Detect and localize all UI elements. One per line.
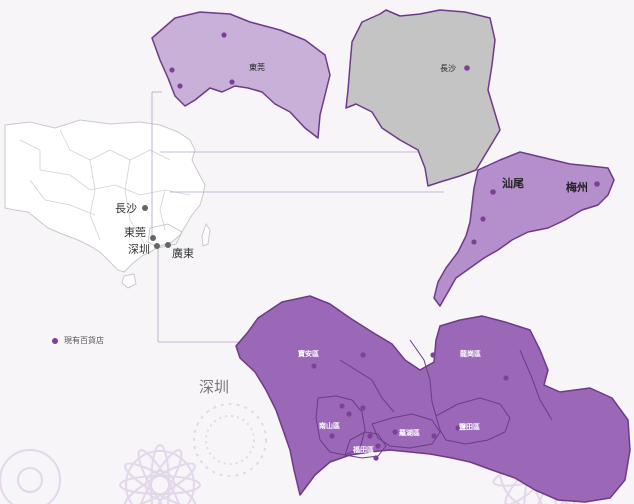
store-dot (329, 433, 335, 439)
store-dot (169, 67, 175, 73)
shanwei-label: 汕尾 (502, 176, 524, 190)
store-dot (430, 352, 436, 358)
changsha-dot (142, 205, 148, 211)
changsha-label: 長沙 (440, 64, 456, 73)
china-city-dots (142, 205, 171, 249)
dongguan-label: 東莞 (249, 62, 265, 72)
store-dot (373, 455, 379, 461)
district-label-futian: 福田區 (352, 445, 374, 454)
district-label-baoan: 寶安區 (298, 349, 319, 358)
district-label-longgang: 龍崗區 (460, 349, 481, 358)
china-label-guangdong: 廣東 (172, 246, 194, 260)
store-dot (360, 405, 366, 411)
store-dot (455, 425, 461, 431)
store-dot-icon (52, 337, 58, 344)
district-label-yantian: 鹽田區 (459, 422, 480, 431)
dongguan-region[interactable] (151, 11, 331, 139)
store-dot (346, 411, 352, 417)
store-dot (311, 363, 317, 369)
store-dot (431, 433, 437, 439)
map-legend: 現有百貨店 (52, 335, 104, 346)
china-overview-map (4, 119, 211, 289)
china-label-shenzhen: 深圳 (128, 243, 150, 256)
store-dot (392, 429, 398, 435)
dongguan-dot (150, 235, 156, 241)
store-dot (375, 443, 381, 449)
china-label-dongguan: 東莞 (124, 226, 146, 239)
china-label-changsha: 長沙 (115, 202, 137, 215)
store-dot (503, 375, 509, 381)
store-dot (480, 216, 486, 222)
changsha-region[interactable] (345, 9, 501, 187)
store-dot (221, 32, 227, 38)
store-dot (490, 189, 496, 195)
store-dot (360, 352, 366, 358)
store-dot (367, 433, 373, 439)
guangdong-region[interactable] (433, 151, 615, 307)
store-dot (464, 65, 470, 71)
legend-label: 現有百貨店 (64, 336, 104, 345)
map-labels: 長沙 東莞 深圳 廣東 東莞 長沙 汕尾 梅州 深圳 寶安區 龍崗區 南山區 羅… (115, 62, 588, 454)
shenzhen-title: 深圳 (199, 378, 229, 396)
store-dot (229, 79, 235, 85)
shenzhen-dot (154, 243, 160, 249)
store-dot (594, 181, 600, 187)
district-label-nanshan: 南山區 (319, 421, 340, 430)
store-dot (471, 239, 477, 245)
connector-lines (151, 91, 444, 343)
district-label-luohu: 羅湖區 (399, 428, 420, 437)
store-dot (177, 83, 183, 89)
store-dot (339, 403, 345, 409)
guangdong-dot (165, 242, 171, 248)
shenzhen-region[interactable] (235, 295, 631, 503)
meizhou-label: 梅州 (566, 180, 588, 194)
